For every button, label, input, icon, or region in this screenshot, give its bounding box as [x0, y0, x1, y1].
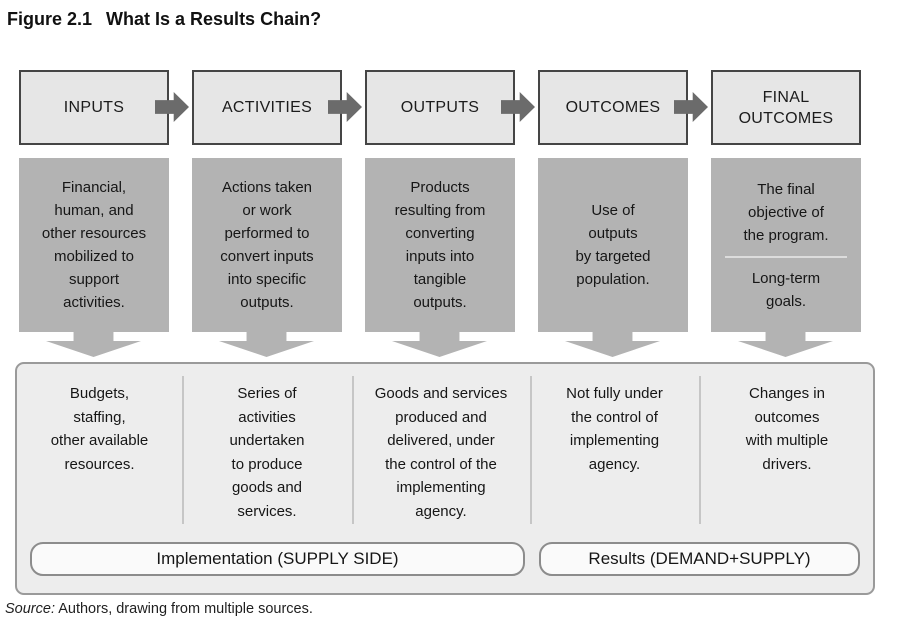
figure-title-text: What Is a Results Chain? [106, 9, 322, 29]
source-note: Source: Authors, drawing from multiple s… [5, 601, 313, 617]
figure-number: Figure 2.1 [7, 9, 93, 29]
figure-title: Figure 2.1 What Is a Results Chain? [7, 9, 321, 30]
divider-line [724, 255, 848, 258]
source-text: Authors, drawing from multiple sources. [58, 601, 313, 617]
stage-box-outcomes: OUTCOMES [538, 70, 688, 145]
stage-label: ACTIVITIES [221, 99, 313, 116]
stage-box-inputs: INPUTS [19, 70, 169, 145]
column-divider [352, 376, 354, 524]
stage-label: INPUTS [63, 99, 125, 116]
description-text: Products resulting from converting input… [394, 179, 486, 311]
description-final-outcomes: The final objective of the program. Long… [711, 158, 861, 332]
column-divider [530, 376, 532, 524]
description-outcomes: Use of outputs by targeted population. [538, 158, 688, 332]
description-row: Financial, human, and other resources mo… [19, 158, 861, 332]
description-text: Use of outputs by targeted population. [575, 202, 651, 288]
detail-inputs: Budgets, staffing, other available resou… [50, 385, 149, 473]
description-text: The final objective of the program. [743, 180, 829, 244]
down-arrow-icon [219, 332, 314, 357]
description-inputs: Financial, human, and other resources mo… [19, 158, 169, 332]
detail-final-outcomes: Changes in outcomes with multiple driver… [745, 385, 829, 473]
stage-label: OUTPUTS [400, 99, 480, 116]
description-outputs: Products resulting from converting input… [365, 158, 515, 332]
down-arrow-icon [46, 332, 141, 357]
detail-outcomes: Not fully under the control of implement… [566, 385, 663, 473]
column-divider [699, 376, 701, 524]
stage-box-final-outcomes: FINAL OUTCOMES [711, 70, 861, 145]
stage-label: FINAL OUTCOMES [738, 88, 834, 127]
description-text: Financial, human, and other resources mo… [41, 179, 147, 311]
stage-label: OUTCOMES [565, 99, 661, 116]
band-results: Results (DEMAND+SUPPLY) [539, 542, 860, 576]
detail-activities: Series of activities undertaken to produ… [229, 385, 305, 520]
down-arrow-icon [738, 332, 833, 357]
description-activities: Actions taken or work performed to conve… [192, 158, 342, 332]
results-panel: Budgets, staffing, other available resou… [15, 362, 875, 595]
stage-box-outputs: OUTPUTS [365, 70, 515, 145]
down-arrow-icon [565, 332, 660, 357]
stage-row: INPUTS ACTIVITIES OUTPUTS OUTCOMES FINAL… [19, 70, 861, 145]
column-divider [182, 376, 184, 524]
stage-box-activities: ACTIVITIES [192, 70, 342, 145]
description-secondary-text: Long-term goals. [751, 269, 821, 310]
band-implementation: Implementation (SUPPLY SIDE) [30, 542, 525, 576]
source-prefix: Source: [5, 601, 55, 617]
detail-outputs: Goods and services produced and delivere… [374, 385, 508, 520]
description-text: Actions taken or work performed to conve… [220, 179, 314, 311]
down-arrow-icon [392, 332, 487, 357]
